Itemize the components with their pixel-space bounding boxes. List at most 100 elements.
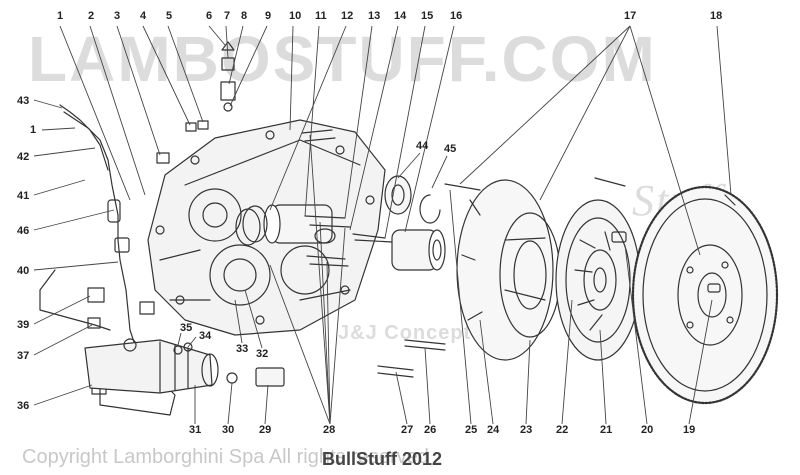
callout-43: 43 xyxy=(17,95,29,107)
leader-line-43 xyxy=(33,99,63,109)
leader-line-36 xyxy=(33,384,93,406)
callout-36: 36 xyxy=(17,400,29,412)
callout-28: 28 xyxy=(323,424,335,436)
leader-line-14 xyxy=(349,25,399,231)
leader-line-20 xyxy=(624,244,648,425)
leader-line-17 xyxy=(539,25,631,201)
callout-29: 29 xyxy=(259,424,271,436)
callout-35: 35 xyxy=(180,322,192,334)
leader-line-34 xyxy=(187,336,197,348)
callout-19: 19 xyxy=(683,424,695,436)
leader-line-25 xyxy=(449,189,472,425)
leader-line-10 xyxy=(289,25,294,131)
callout-15: 15 xyxy=(421,10,433,22)
callout-10: 10 xyxy=(289,10,301,22)
callout-20: 20 xyxy=(641,424,653,436)
callout-22: 22 xyxy=(556,424,568,436)
callout-14: 14 xyxy=(394,10,407,22)
leader-line-33 xyxy=(234,299,243,344)
leader-line-1 xyxy=(41,127,76,131)
flywheel xyxy=(631,185,779,405)
slave-cylinder xyxy=(84,338,285,394)
leader-line-2 xyxy=(89,25,146,196)
callout-1: 1 xyxy=(30,124,36,136)
leader-line-26 xyxy=(424,347,431,425)
callout-46: 46 xyxy=(17,225,29,237)
leader-line-1 xyxy=(59,25,131,201)
callout-30: 30 xyxy=(222,424,234,436)
callout-24: 24 xyxy=(487,424,500,436)
callout-11: 11 xyxy=(315,10,327,22)
callout-4: 4 xyxy=(140,10,147,22)
leader-line-19 xyxy=(688,299,713,425)
leader-line-42 xyxy=(33,147,96,157)
watermark-site: LAMBOSTUFF.COM xyxy=(28,23,657,95)
callout-2: 2 xyxy=(88,10,94,22)
leader-line-4 xyxy=(142,25,191,126)
leader-line-11 xyxy=(304,25,320,217)
leader-lines xyxy=(33,25,732,425)
leader-line-21 xyxy=(599,329,607,425)
leader-line-29 xyxy=(264,384,269,425)
callout-31: 31 xyxy=(189,424,201,436)
leader-line-16 xyxy=(404,25,455,233)
callout-13: 13 xyxy=(368,10,380,22)
leader-line-13 xyxy=(344,25,373,219)
overlay-text: BullStuff 2012 xyxy=(322,449,443,469)
leader-line-9 xyxy=(229,25,268,107)
leader-line-37 xyxy=(33,324,93,356)
leader-line-39 xyxy=(33,295,91,325)
o-ring xyxy=(235,208,261,246)
callout-6: 6 xyxy=(206,10,212,22)
callout-5: 5 xyxy=(166,10,172,22)
leader-line-44 xyxy=(397,152,421,179)
callout-9: 9 xyxy=(265,10,271,22)
callout-25: 25 xyxy=(465,424,477,436)
leader-line-17 xyxy=(629,25,701,256)
callout-3: 3 xyxy=(114,10,120,22)
callout-37: 37 xyxy=(17,350,29,362)
leader-line-7 xyxy=(225,25,229,59)
callout-27: 27 xyxy=(401,424,413,436)
callout-44: 44 xyxy=(416,140,429,152)
leader-line-28 xyxy=(309,134,331,425)
leader-line-41 xyxy=(33,179,86,196)
leader-line-28 xyxy=(269,264,331,425)
callout-18: 18 xyxy=(710,10,722,22)
callout-26: 26 xyxy=(424,424,436,436)
callout-1: 1 xyxy=(57,10,63,22)
copyright-notice: Copyright Lamborghini Spa All rights res… xyxy=(22,446,429,468)
callout-32: 32 xyxy=(256,348,268,360)
leader-line-28 xyxy=(329,227,346,425)
leader-line-40 xyxy=(33,261,119,271)
leader-line-18 xyxy=(716,25,732,196)
leader-line-45 xyxy=(431,155,448,189)
leader-line-32 xyxy=(244,289,263,349)
leader-line-24 xyxy=(479,319,494,425)
pressure-plate xyxy=(456,179,561,361)
leader-line-46 xyxy=(33,209,115,231)
callout-23: 23 xyxy=(520,424,532,436)
callout-12: 12 xyxy=(341,10,353,22)
leader-line-22 xyxy=(561,299,573,425)
callout-34: 34 xyxy=(199,330,212,342)
leader-line-3 xyxy=(116,25,161,156)
callout-42: 42 xyxy=(17,151,29,163)
leader-line-27 xyxy=(395,371,408,425)
callout-8: 8 xyxy=(241,10,247,22)
callout-39: 39 xyxy=(17,319,29,331)
callout-41: 41 xyxy=(17,190,29,202)
callout-33: 33 xyxy=(236,343,248,355)
leader-line-23 xyxy=(525,339,531,425)
leader-line-35 xyxy=(177,332,182,346)
leader-line-8 xyxy=(228,25,244,85)
callout-17: 17 xyxy=(624,10,636,22)
leader-line-15 xyxy=(384,25,426,239)
leader-line-6 xyxy=(208,25,226,46)
leader-line-30 xyxy=(227,382,233,425)
leader-line-5 xyxy=(167,25,204,123)
leader-line-17 xyxy=(459,25,631,185)
